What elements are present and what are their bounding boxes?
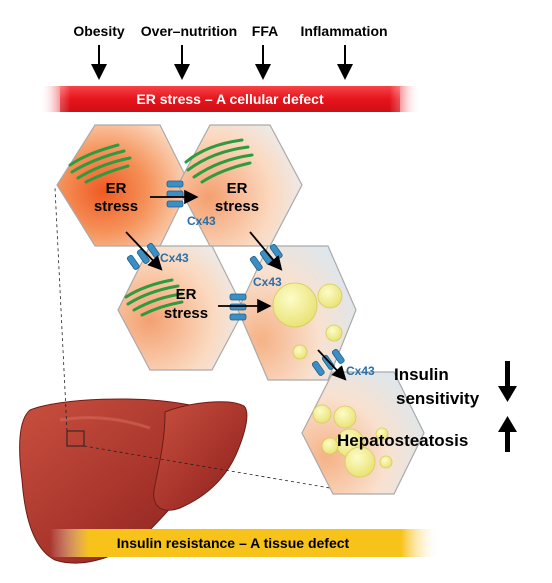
cause-obesity: Obesity [73,23,125,80]
er-stress-label: ER [176,286,197,303]
sensitivity-label: sensitivity [396,389,480,408]
insulin-resistance-banner [50,529,440,557]
er-stress-label: stress [164,305,208,322]
gap-junction-4 [229,293,247,321]
er-stress-banner-shade [60,86,400,112]
cx43-label: Cx43 [160,251,189,265]
er-stress-label: stress [94,198,138,215]
er-stress-label: ER [227,180,248,197]
zoom-line-left [54,187,68,432]
increase-arrow-icon [498,416,517,452]
er-membrane-1 [68,143,132,184]
cause-label: Obesity [73,23,125,39]
er-stress-label: stress [215,198,259,215]
cause-over-nutrition: Over–nutrition [141,23,237,80]
decrease-arrow-icon [498,361,517,402]
lipid-droplets-4 [272,282,343,360]
cause-label: FFA [252,23,278,39]
cause-inflammation: Inflammation [300,23,388,80]
propagation-arrow [317,349,347,381]
cause-label: Inflammation [300,23,387,39]
gap-junction-2 [126,242,160,270]
insulin-label: Insulin [394,365,449,384]
er-membrane-3 [124,278,184,317]
liver-zoom-box [66,430,85,447]
gap-junction-1 [166,180,184,208]
cause-ffa: FFA [252,23,278,80]
er-stress-label: ER [106,180,127,197]
cx43-label: Cx43 [346,364,375,378]
cx43-label: Cx43 [253,275,282,289]
lipid-droplets-5 [312,404,393,478]
er-membrane-2 [184,138,254,184]
propagation-arrow [249,231,283,271]
liver-illustration [19,398,248,564]
er-stress-banner-text: ER stress – A cellular defect [136,91,324,107]
hepatocyte-3 [117,245,245,371]
hepatocyte-5 [301,371,425,495]
propagation-arrow [125,231,163,271]
cx43-label: Cx43 [187,214,216,228]
insulin-resistance-banner-text: Insulin resistance – A tissue defect [117,535,350,551]
cause-label: Over–nutrition [141,23,237,39]
hepatosteatosis-label: Hepatosteatosis [337,431,468,450]
